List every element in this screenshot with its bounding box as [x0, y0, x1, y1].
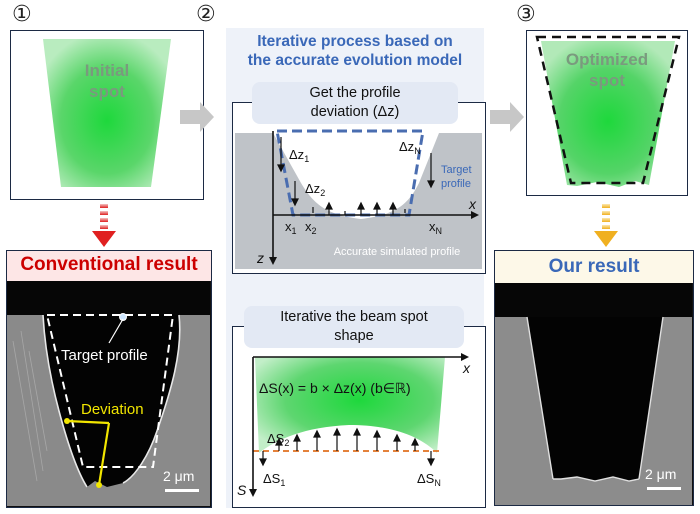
shape-x-axis-label: x — [462, 360, 471, 376]
target-profile-label: Target profile — [61, 347, 148, 364]
deviation-z-axis-label: z — [256, 250, 264, 266]
deviation-indicator — [66, 419, 111, 486]
optimized-spot-label-2: spot — [589, 71, 625, 90]
optimized-spot-shape — [541, 41, 675, 187]
arrow-right-1 — [180, 102, 214, 132]
process-title-line-2: the accurate evolution model — [247, 52, 463, 69]
beam-spot-shape — [255, 357, 445, 453]
arrow-right-2 — [490, 102, 524, 132]
conventional-title: Conventional result — [20, 254, 198, 275]
label-dS2: ΔS2 — [267, 431, 289, 448]
our-result-panel: Our result 2 μm — [494, 250, 694, 506]
label-dS1: ΔS1 — [263, 471, 285, 488]
shape-change-arrows — [259, 427, 435, 467]
simulated-cavity — [273, 133, 439, 219]
conventional-scale-bar — [165, 489, 199, 492]
shape-box: ΔS(x) = b × Δz(x) (b∈ℝ) ΔS2 ΔS1 ΔSN x S — [232, 326, 486, 508]
label-x1: x1 — [285, 219, 297, 236]
our-result-cavity — [527, 317, 663, 481]
shape-s-axis-label: S — [237, 482, 247, 498]
label-target-profile-1: Target — [441, 164, 472, 176]
initial-spot-graphic: Initial spot — [43, 39, 171, 187]
label-dzN: ΔzN — [399, 139, 421, 156]
arrow-down-red — [92, 204, 116, 247]
shape-title-line-1: Iterative the beam spot — [280, 309, 428, 325]
initial-spot-shape — [43, 39, 171, 187]
arrow-down-yellow — [594, 204, 618, 247]
optimized-spot-panel: Optimized spot — [526, 30, 688, 196]
deviation-box: Δz1 Δz2 ΔzN Target profile x1 x2 xN x z … — [232, 102, 486, 274]
conventional-sem-image: Target profile Deviation 2 μm — [7, 281, 210, 506]
optimized-spot-graphic: Optimized spot — [535, 35, 681, 187]
conventional-cavity — [43, 315, 180, 487]
label-dz2: Δz2 — [305, 181, 325, 198]
our-result-sem-image: 2 μm — [495, 283, 692, 505]
label-dSN: ΔSN — [417, 471, 441, 488]
deviation-title-line-1: Get the profile — [309, 85, 401, 101]
our-result-title-bar — [495, 251, 693, 283]
label-dz1: Δz1 — [289, 147, 309, 164]
process-title-line-1: Iterative process based on — [257, 33, 453, 50]
our-result-title: Our result — [548, 256, 640, 277]
process-title: Iterative process based on the accurate … — [226, 32, 484, 70]
conventional-scale-label: 2 μm — [163, 468, 194, 484]
label-xN: xN — [429, 219, 442, 236]
step-number-2: ② — [196, 2, 216, 27]
shape-box-title: Iterative the beam spot shape — [244, 306, 464, 348]
deviation-x-axis-label: x — [468, 196, 477, 212]
conventional-target-dashed — [45, 314, 175, 468]
shape-title-line-2: shape — [334, 328, 374, 344]
our-result-scale-label: 2 μm — [645, 466, 676, 482]
shape-formula: ΔS(x) = b × Δz(x) (b∈ℝ) — [259, 380, 411, 396]
conventional-result-panel: Conventional result Tar — [6, 250, 212, 508]
deviation-arrows — [277, 137, 435, 215]
deviation-diagram: Δz1 Δz2 ΔzN Target profile x1 x2 xN x z … — [235, 129, 482, 269]
initial-spot-label-1: Initial — [85, 61, 129, 80]
initial-spot-label-2: spot — [89, 82, 125, 101]
our-result-scale-bar — [647, 487, 681, 490]
label-x2: x2 — [305, 219, 317, 236]
deviation-title-line-2: deviation (Δz) — [310, 104, 400, 120]
label-target-profile-2: profile — [441, 178, 471, 190]
optimized-spot-label-1: Optimized — [566, 50, 648, 69]
step-number-3: ③ — [516, 2, 536, 27]
shape-diagram: ΔS(x) = b × Δz(x) (b∈ℝ) ΔS2 ΔS1 ΔSN x S — [237, 353, 471, 498]
conventional-title-bar — [7, 251, 211, 281]
label-simulated-profile: Accurate simulated profile — [334, 246, 461, 258]
initial-spot-panel: Initial spot — [10, 30, 204, 200]
optimized-target-dashed-outline — [535, 35, 681, 185]
step-number-1: ① — [12, 2, 32, 27]
deviation-label: Deviation — [81, 401, 144, 418]
deviation-box-title: Get the profile deviation (Δz) — [252, 82, 458, 124]
